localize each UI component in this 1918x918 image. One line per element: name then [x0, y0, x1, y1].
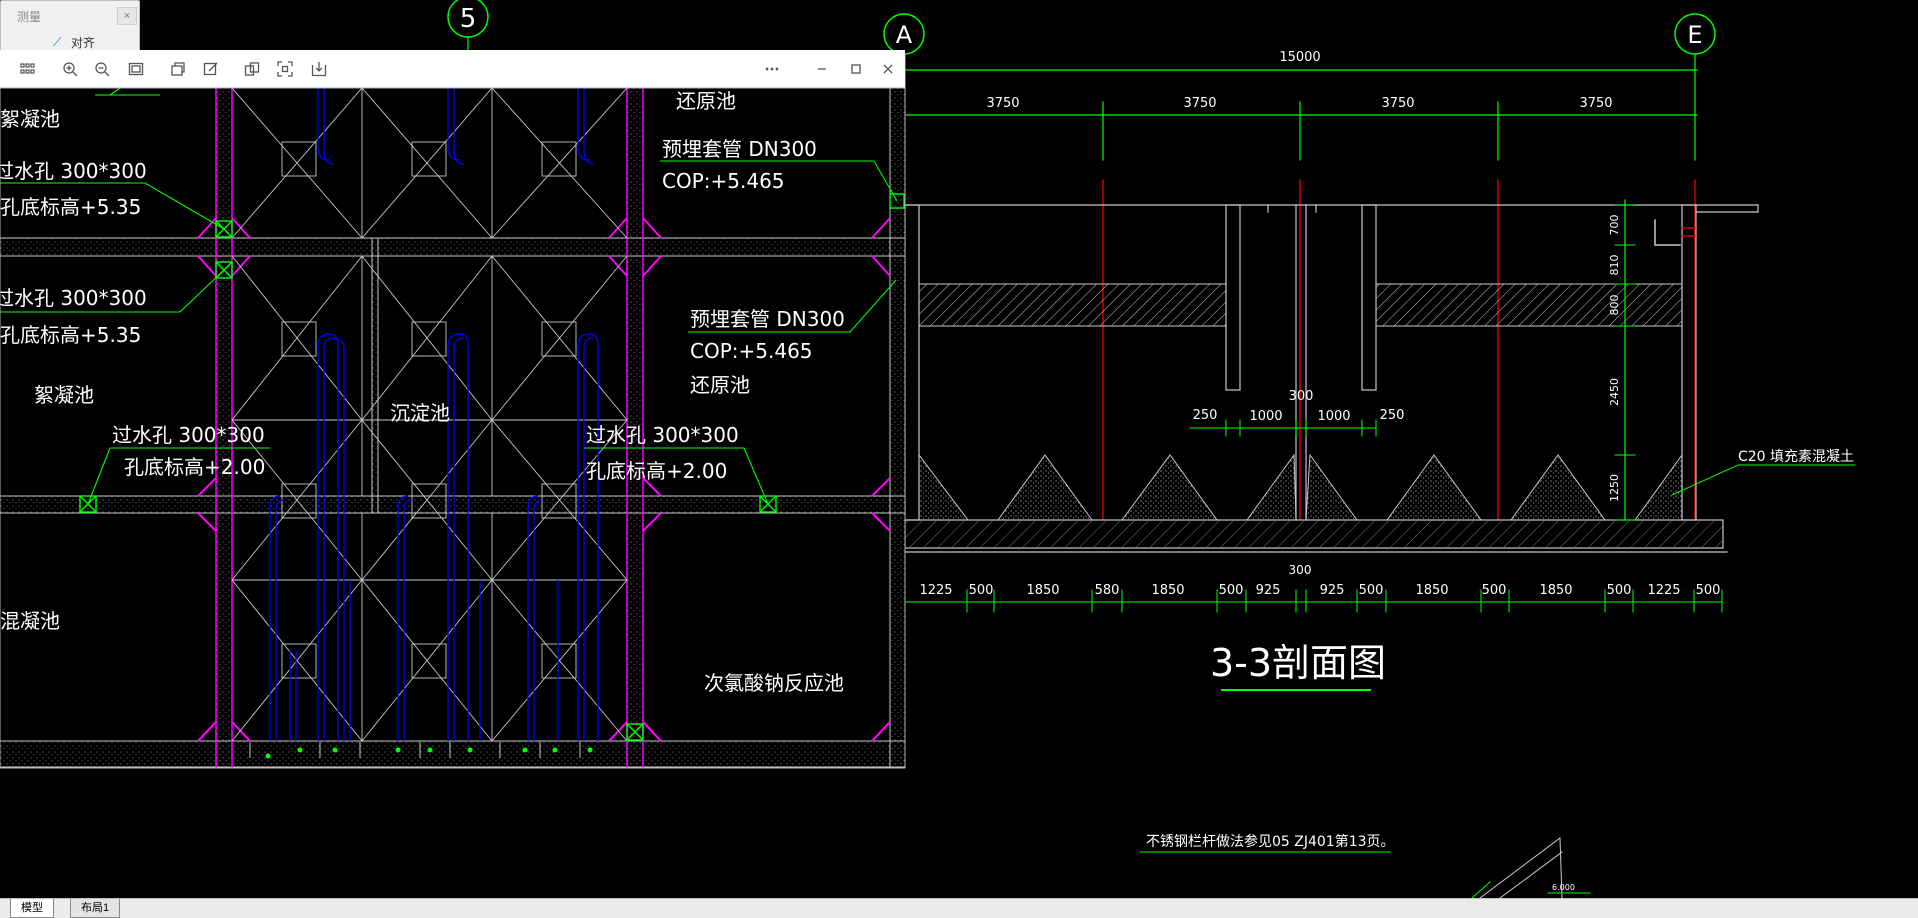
- label-pipe-2-cop: COP:+5.465: [690, 339, 813, 363]
- dim-mid-250-left: 250: [1193, 408, 1218, 423]
- dim-bottom-11: 500: [1482, 583, 1507, 598]
- maximize-icon[interactable]: [846, 59, 866, 79]
- dim-bottom-8: 925: [1320, 583, 1345, 598]
- dim-vert-2450: 2450: [1608, 378, 1621, 406]
- dim-bottom-10: 1850: [1415, 583, 1448, 598]
- label-hole-4: 过水孔 300*300: [586, 423, 739, 447]
- dim-total: 15000: [1279, 50, 1320, 65]
- label-sedimentation: 沉淀池: [390, 401, 450, 425]
- label-hole-3: 过水孔 300*300: [112, 423, 265, 447]
- note-railing: 不锈钢栏杆做法参见05 ZJ401第13页。: [1146, 833, 1395, 850]
- label-reduction-mid: 还原池: [690, 373, 750, 397]
- label-hole-4-elev: 孔底标高+2.00: [586, 459, 727, 483]
- dim-bottom-7: 925: [1256, 583, 1281, 598]
- dim-top-1: 3750: [986, 96, 1019, 111]
- label-hole-1-elev: 孔底标高+5.35: [0, 195, 141, 219]
- edit-icon[interactable]: [201, 59, 221, 79]
- dim-bottom-1: 1225: [919, 583, 952, 598]
- label-pipe-1: 预埋套管 DN300: [662, 137, 817, 161]
- grid-label-e: E: [1687, 21, 1702, 49]
- grid-label-a: A: [896, 21, 913, 49]
- grid-icon[interactable]: [18, 59, 38, 79]
- label-hole-1: 过水孔 300*300: [0, 159, 147, 183]
- measure-panel[interactable]: 测量 × ⟋ 对齐: [0, 0, 140, 52]
- dim-vert-800: 800: [1608, 295, 1621, 316]
- ruler-icon: ⟋: [53, 35, 62, 49]
- label-hole-3-elev: 孔底标高+2.00: [124, 455, 265, 479]
- zoom-in-icon[interactable]: [60, 59, 80, 79]
- zoom-out-icon[interactable]: [92, 59, 112, 79]
- compare-icon[interactable]: [242, 59, 262, 79]
- dim-mid-300: 300: [1289, 389, 1314, 404]
- small-elevation: 6.000: [1552, 883, 1575, 892]
- tab-model[interactable]: 模型: [10, 899, 54, 918]
- note-c20-fill: C20 填充素混凝土: [1738, 449, 1854, 465]
- dim-bottom-5: 1850: [1151, 583, 1184, 598]
- fullscreen-icon[interactable]: [275, 59, 295, 79]
- label-reduction-top: 还原池: [676, 89, 736, 113]
- grid-bubble-e: [1674, 13, 1716, 55]
- label-flocculation-mid: 絮凝池: [34, 383, 94, 407]
- measure-panel-close-button[interactable]: ×: [117, 7, 137, 25]
- dim-bottom-6: 500: [1219, 583, 1244, 598]
- dim-top-2: 3750: [1183, 96, 1216, 111]
- export-icon[interactable]: [309, 59, 329, 79]
- dim-bottom-14: 1225: [1647, 583, 1680, 598]
- close-icon[interactable]: [878, 59, 898, 79]
- tab-layout1[interactable]: 布局1: [70, 899, 121, 918]
- label-hypochlorite-tank: 次氯酸钠反应池: [704, 671, 844, 695]
- layout-tab-bar: 模型 布局1: [0, 898, 1918, 918]
- fit-window-icon[interactable]: [126, 59, 146, 79]
- dim-bottom-13: 500: [1607, 583, 1632, 598]
- dim-bottom-15: 500: [1696, 583, 1721, 598]
- plan-view-window[interactable]: 絮凝池 过水孔 300*300 孔底标高+5.35 过水孔 300*300 孔底…: [0, 87, 906, 769]
- minimize-icon[interactable]: [812, 59, 832, 79]
- rotate-icon[interactable]: [168, 59, 188, 79]
- cad-drawing-canvas[interactable]: 5 A E 15000 3750 3750 3750 3750: [0, 0, 1918, 898]
- dim-bottom-4: 580: [1095, 583, 1120, 598]
- dim-vert-700: 700: [1608, 215, 1621, 236]
- dim-base-300: 300: [1289, 563, 1312, 577]
- dim-mid-1000-left: 1000: [1249, 409, 1282, 424]
- more-icon[interactable]: [762, 59, 782, 79]
- dim-vert-1250: 1250: [1608, 474, 1621, 502]
- viewer-toolbar: [0, 50, 905, 88]
- dim-bottom-9: 500: [1359, 583, 1384, 598]
- dim-bottom-12: 1850: [1539, 583, 1572, 598]
- label-hole-2: 过水孔 300*300: [0, 286, 147, 310]
- section-3-3: 5 A E 15000 3750 3750 3750 3750: [447, 0, 1856, 898]
- dim-mid-250-right: 250: [1380, 408, 1405, 423]
- dim-top-4: 3750: [1579, 96, 1612, 111]
- grid-label-5: 5: [460, 4, 477, 34]
- dim-bottom-2: 500: [969, 583, 994, 598]
- label-hole-2-elev: 孔底标高+5.35: [0, 323, 141, 347]
- section-title: 3-3剖面图: [1210, 641, 1386, 685]
- align-button[interactable]: 对齐: [71, 36, 96, 50]
- dim-mid-1000-right: 1000: [1317, 409, 1350, 424]
- label-pipe-1-cop: COP:+5.465: [662, 169, 785, 193]
- label-mixing: 混凝池: [0, 609, 60, 633]
- dim-top-3: 3750: [1381, 96, 1414, 111]
- dim-bottom-3: 1850: [1026, 583, 1059, 598]
- dim-vert-810: 810: [1608, 255, 1621, 276]
- label-pipe-2: 预埋套管 DN300: [690, 307, 845, 331]
- label-flocculation-top: 絮凝池: [0, 107, 60, 131]
- measure-panel-title: 测量: [17, 10, 42, 24]
